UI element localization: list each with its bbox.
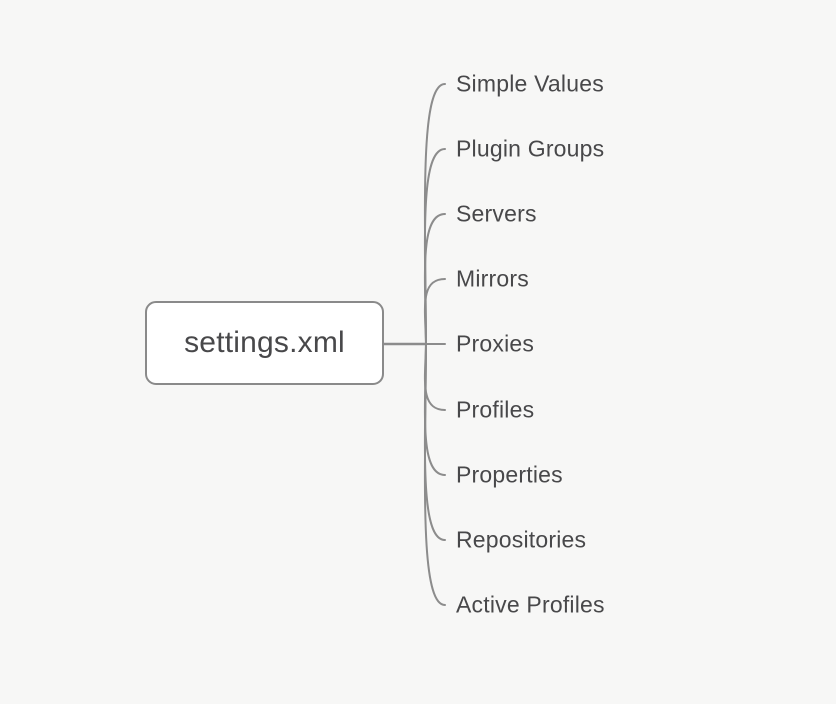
- branch-simple-values[interactable]: Simple Values: [456, 70, 604, 97]
- branch-profiles[interactable]: Profiles: [456, 396, 535, 423]
- branch-properties[interactable]: Properties: [456, 461, 563, 488]
- branch-line-active-profiles: [423, 343, 446, 606]
- branch-servers[interactable]: Servers: [456, 200, 537, 227]
- root-node-settings-xml[interactable]: settings.xml: [145, 301, 384, 385]
- branch-active-profiles[interactable]: Active Profiles: [456, 591, 605, 618]
- branch-proxies[interactable]: Proxies: [456, 330, 535, 357]
- branch-line-plugin-groups: [423, 148, 446, 345]
- branch-plugin-groups[interactable]: Plugin Groups: [456, 135, 605, 162]
- branch-line-mirrors: [423, 278, 446, 345]
- branch-repositories[interactable]: Repositories: [456, 526, 587, 553]
- branch-mirrors[interactable]: Mirrors: [456, 265, 529, 292]
- branch-line-profiles: [423, 343, 446, 411]
- branch-line-repositories: [423, 343, 446, 541]
